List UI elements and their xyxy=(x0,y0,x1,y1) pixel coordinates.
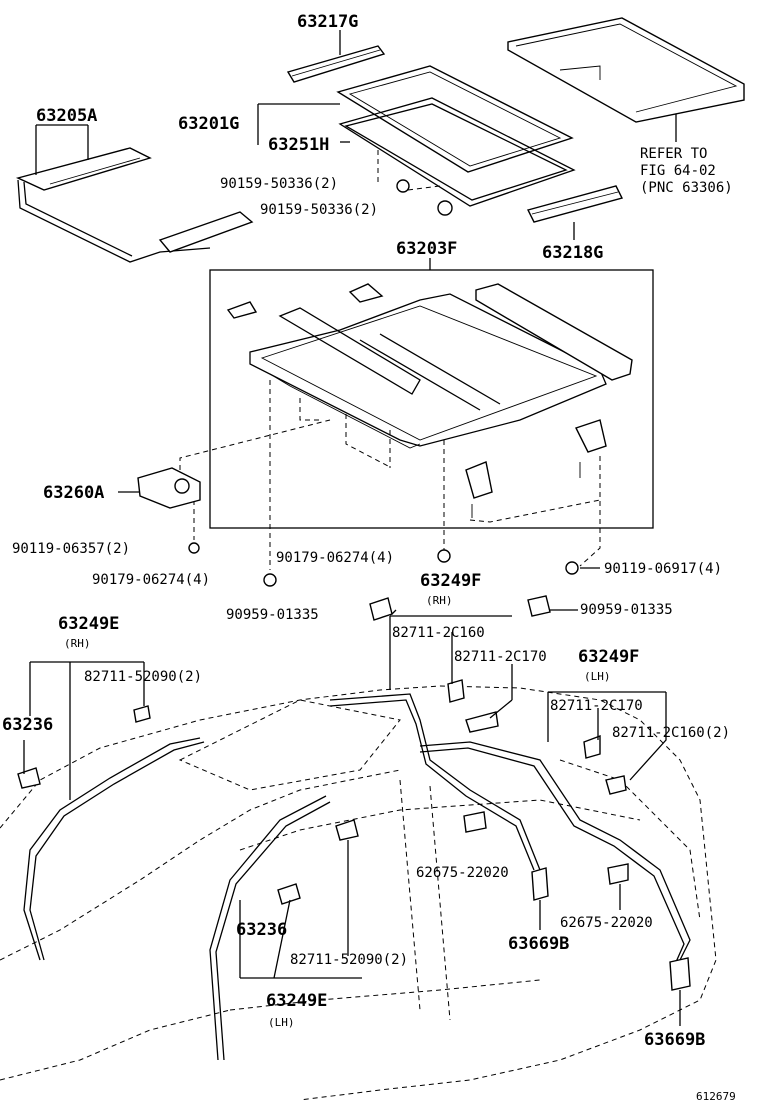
label-63249F-rh: 63249F xyxy=(420,571,481,591)
leader-63201G xyxy=(257,103,340,145)
part-63260A-motor xyxy=(137,467,201,509)
nut-90179-a xyxy=(263,573,277,587)
label-63201G: 63201G xyxy=(178,114,239,134)
drain-hose-63249E-rh xyxy=(23,737,205,961)
label-63236-a: 63236 xyxy=(2,715,53,735)
label-refer-1: REFER TO xyxy=(640,146,707,162)
label-lh-1: (LH) xyxy=(584,670,611,683)
drain-hose-63249E-lh xyxy=(209,795,331,1061)
part-63201G-glass xyxy=(336,65,574,173)
label-90159-a: 90159-50336(2) xyxy=(220,176,338,192)
drain-hose-63249F-rh xyxy=(329,693,541,871)
label-90179-a: 90179-06274(4) xyxy=(92,572,210,588)
label-82711-2C160-b: 82711-2C160(2) xyxy=(612,725,730,741)
label-rh-1: (RH) xyxy=(426,594,453,607)
label-63249E-rh: 63249E xyxy=(58,614,119,634)
label-90959-a: 90959-01335 xyxy=(226,607,319,623)
leader-63205A xyxy=(35,124,89,175)
part-sunshade-ref xyxy=(507,17,745,123)
leader-lower xyxy=(23,609,681,1026)
frame-assembly-box xyxy=(209,269,654,529)
dash-frame-links xyxy=(179,380,601,570)
label-82711-2C170-a: 82711-2C170 xyxy=(454,649,547,665)
label-90119-b: 90119-06917(4) xyxy=(604,561,722,577)
label-63669B-b: 63669B xyxy=(644,1030,705,1050)
label-refer-2: FIG 64-02 xyxy=(640,163,716,179)
label-63260A: 63260A xyxy=(43,483,104,503)
label-82711-52090-b: 82711-52090(2) xyxy=(290,952,408,968)
label-refer-3: (PNC 63306) xyxy=(640,180,733,196)
label-rh-2: (RH) xyxy=(64,637,91,650)
dash-fastener-a xyxy=(377,150,441,191)
label-82711-52090-a: 82711-52090(2) xyxy=(84,669,202,685)
label-63236-b: 63236 xyxy=(236,920,287,940)
part-63251H-seal xyxy=(338,97,576,207)
figure-number: 612679 xyxy=(696,1090,736,1103)
label-63249F-lh: 63249F xyxy=(578,647,639,667)
label-62675-a: 62675-22020 xyxy=(416,865,509,881)
car-body-outline xyxy=(0,685,717,1101)
label-90959-b: 90959-01335 xyxy=(580,602,673,618)
label-63218G: 63218G xyxy=(542,243,603,263)
label-63249E-lh: 63249E xyxy=(266,991,327,1011)
label-82711-2C160-a: 82711-2C160 xyxy=(392,625,485,641)
label-82711-2C170-b: 82711-2C170 xyxy=(550,698,643,714)
label-lh-2: (LH) xyxy=(268,1016,295,1029)
label-63203F: 63203F xyxy=(396,239,457,259)
label-63205A: 63205A xyxy=(36,106,97,126)
bolt-90119-b xyxy=(565,561,579,575)
part-63218G-drawing xyxy=(526,185,624,223)
clips-and-fittings xyxy=(17,595,691,991)
label-62675-b: 62675-22020 xyxy=(560,915,653,931)
drain-hose-63249F-lh xyxy=(419,741,691,963)
bolt-90159-b xyxy=(437,200,453,216)
label-90119-a: 90119-06357(2) xyxy=(12,541,130,557)
bolt-90159-a xyxy=(396,179,410,193)
part-63205A-drawing xyxy=(15,147,254,263)
label-90179-b: 90179-06274(4) xyxy=(276,550,394,566)
part-63217G-drawing xyxy=(286,45,386,83)
part-63203F-frame xyxy=(226,283,633,518)
nut-90179-b xyxy=(437,549,451,563)
label-90159-b: 90159-50336(2) xyxy=(260,202,378,218)
label-63251H: 63251H xyxy=(268,135,329,155)
bolt-90119-a xyxy=(188,542,200,554)
label-63217G: 63217G xyxy=(297,12,358,32)
label-63669B-a: 63669B xyxy=(508,934,569,954)
